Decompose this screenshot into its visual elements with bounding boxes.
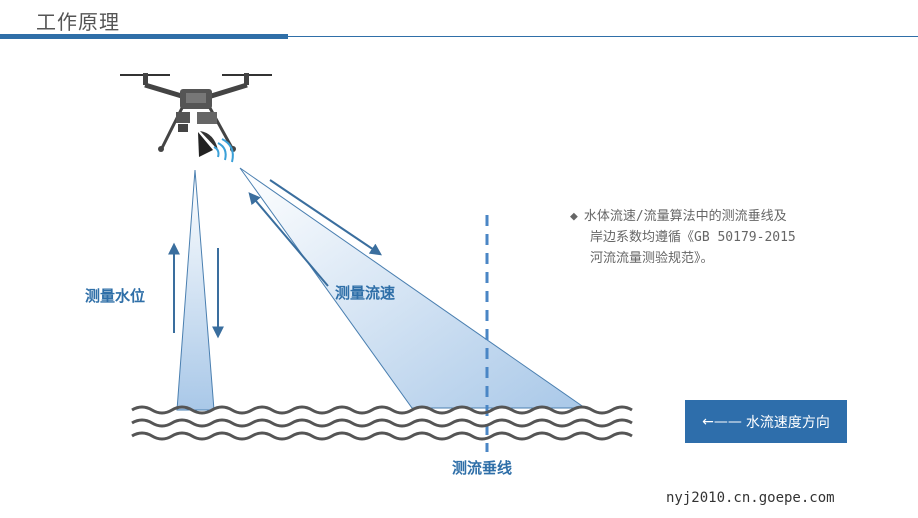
water-level-beam — [176, 169, 215, 411]
vertical-line-label: 测流垂线 — [452, 459, 513, 477]
flow-direction-button[interactable]: ←—— 水流速度方向 — [685, 400, 847, 443]
flow-speed-label: 测量流速 — [335, 284, 396, 302]
title-underline-accent — [0, 34, 288, 39]
bullet-diamond-icon: ◆ — [570, 209, 578, 224]
water-level-label: 测量水位 — [85, 287, 146, 305]
flow-speed-up-arrow — [248, 192, 329, 287]
flow-speed-down-arrow — [269, 179, 382, 256]
radar-sensor-icon — [198, 131, 234, 163]
page-title: 工作原理 — [36, 10, 120, 34]
note-line-1: ◆水体流速/流量算法中的测流垂线及 — [570, 209, 787, 224]
note-line-2: 岸边系数均遵循《GB 50179-2015 — [590, 230, 796, 245]
note-line-3: 河流流量测验规范》。 — [590, 251, 714, 266]
title-underline — [288, 36, 918, 37]
drone-icon — [120, 73, 272, 152]
flow-direction-label: 水流速度方向 — [745, 414, 830, 431]
flow-speed-beam — [239, 167, 587, 409]
standard-note: ◆水体流速/流量算法中的测流垂线及 岸边系数均遵循《GB 50179-2015 … — [570, 206, 870, 269]
left-arrow-icon: ←—— — [702, 413, 742, 430]
water-waves — [131, 405, 633, 441]
footer-watermark: nyj2010.cn.goepe.com — [666, 490, 835, 506]
